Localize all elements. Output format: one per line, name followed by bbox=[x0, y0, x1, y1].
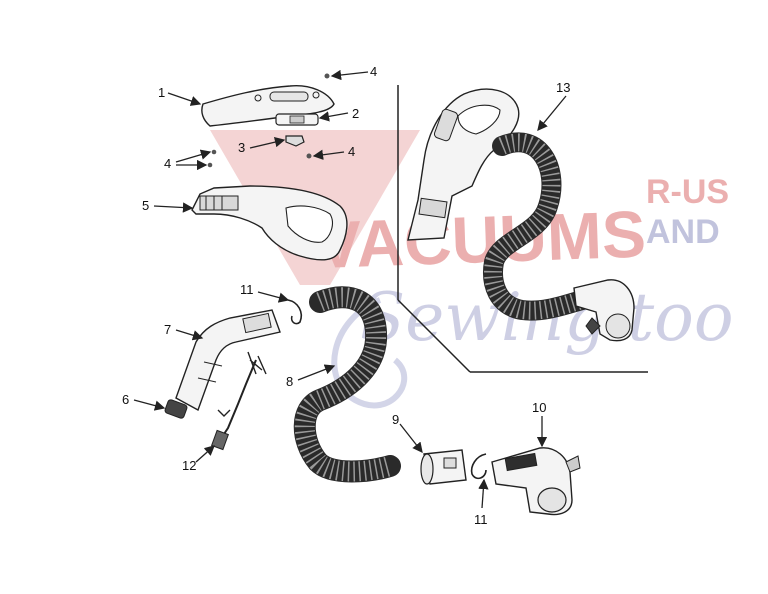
callout-labels: 1 2 3 4 4 4 5 6 7 8 9 10 11 11 12 13 bbox=[122, 64, 570, 527]
callout-9: 9 bbox=[392, 412, 399, 427]
watermark-right-top: R-US bbox=[646, 173, 729, 211]
callout-11-upper: 11 bbox=[240, 282, 254, 297]
part-10-elbow bbox=[491, 447, 581, 516]
callout-10: 10 bbox=[532, 400, 546, 415]
callout-4-left: 4 bbox=[164, 156, 171, 171]
part-2-switch bbox=[275, 113, 319, 126]
callout-11-lower: 11 bbox=[474, 512, 488, 527]
part-4-screws bbox=[207, 73, 330, 168]
callout-5: 5 bbox=[142, 198, 149, 213]
callout-12: 12 bbox=[182, 458, 196, 473]
inset-frame bbox=[397, 85, 648, 373]
callout-6: 6 bbox=[122, 392, 129, 407]
leader-lines bbox=[133, 69, 567, 509]
part-5-handle-body bbox=[191, 185, 348, 261]
watermark-swirl bbox=[331, 297, 408, 409]
watermark-right-bottom: AND bbox=[646, 213, 720, 251]
callout-4-right: 4 bbox=[348, 144, 355, 159]
part-9-connector bbox=[420, 449, 467, 485]
part-8-hose bbox=[293, 286, 401, 483]
callout-3: 3 bbox=[238, 140, 245, 155]
part-3-button bbox=[285, 135, 305, 147]
callout-1: 1 bbox=[158, 85, 165, 100]
part-7-wand bbox=[175, 309, 281, 412]
watermark-main-text: VACUUMS bbox=[316, 197, 647, 282]
part-11-rings bbox=[287, 299, 487, 480]
part-12-wire bbox=[210, 351, 267, 451]
part-6-cuff bbox=[164, 399, 188, 419]
callout-8: 8 bbox=[286, 374, 293, 389]
part-13-assembly bbox=[407, 88, 635, 342]
callout-7: 7 bbox=[164, 322, 171, 337]
watermark: VACUUMS R-US AND Sewing too bbox=[210, 130, 734, 409]
callout-4-top: 4 bbox=[370, 64, 377, 79]
callout-13: 13 bbox=[556, 80, 570, 95]
callout-2: 2 bbox=[352, 106, 359, 121]
